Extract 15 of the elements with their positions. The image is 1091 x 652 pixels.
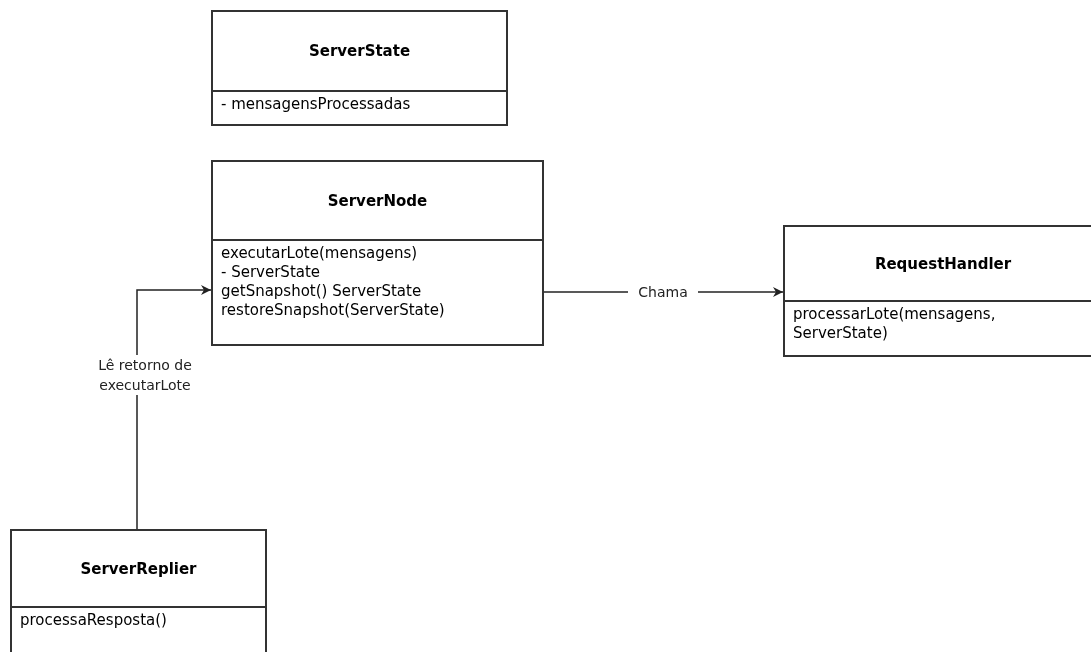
class-box xyxy=(211,10,508,126)
class-name: ServerState xyxy=(308,42,411,60)
class-box xyxy=(10,529,267,652)
class-member: restoreSnapshot(ServerState) xyxy=(220,301,446,320)
class-member: - mensagensProcessadas xyxy=(220,95,412,114)
class-box xyxy=(783,225,1091,357)
class-box xyxy=(211,160,544,346)
class-member: executarLote(mensagens) xyxy=(220,244,419,263)
class-member: getSnapshot() ServerState xyxy=(220,282,423,301)
class-name: ServerNode xyxy=(327,191,428,210)
class-name: RequestHandler xyxy=(874,254,1012,273)
class-name: ServerReplier xyxy=(80,559,197,578)
class-member: processarLote(mensagens, ServerState) xyxy=(792,305,997,343)
class-member: - ServerState xyxy=(220,263,322,282)
class-member: processaResposta() xyxy=(19,611,168,630)
